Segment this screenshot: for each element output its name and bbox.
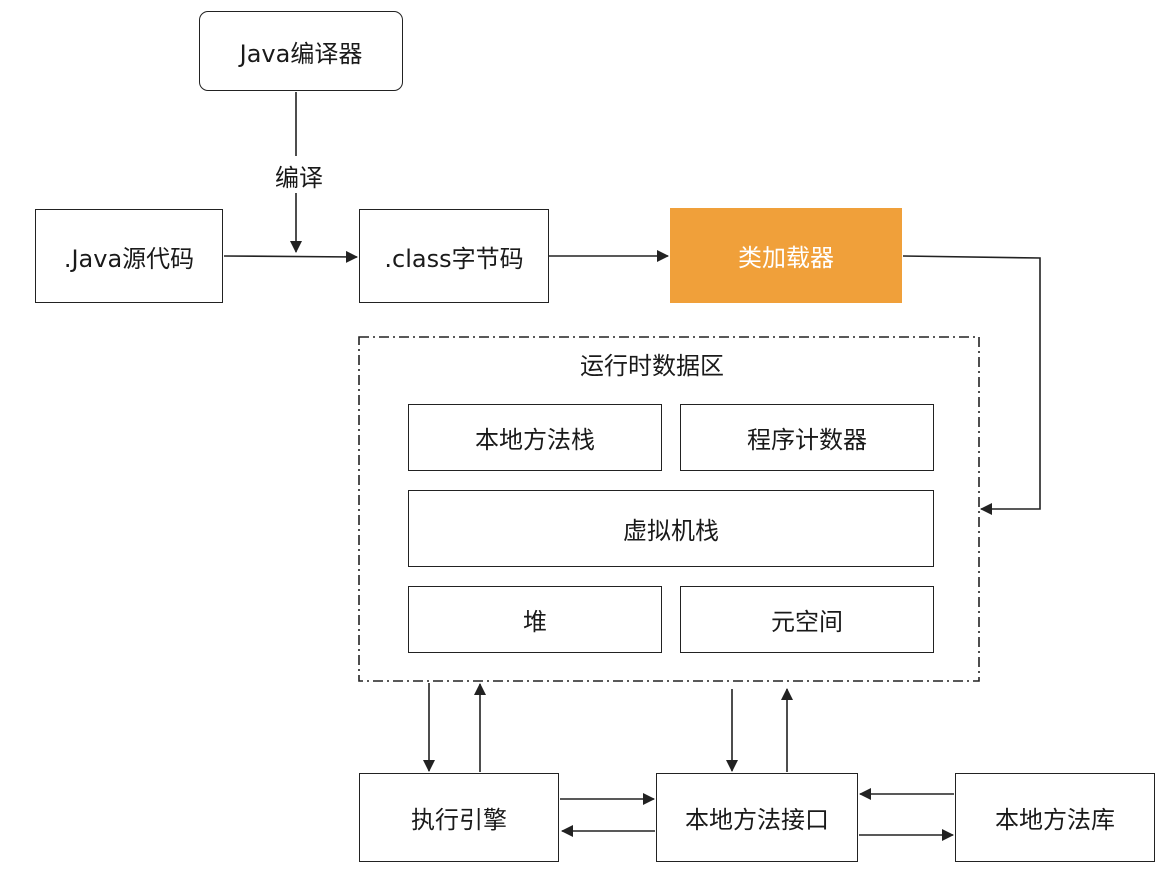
metaspace-node: 元空间 [680,586,934,653]
vm-stack-node: 虚拟机栈 [408,490,934,567]
native-method-stack-node: 本地方法栈 [408,404,662,471]
native-interface-node: 本地方法接口 [656,773,858,862]
execution-engine-node: 执行引擎 [359,773,559,862]
runtime-data-area-border [358,336,980,682]
heap-node: 堆 [408,586,662,653]
runtime-data-area-title: 运行时数据区 [560,346,744,381]
class-bytecode-node: .class字节码 [359,209,549,303]
java-compiler-node: Java编译器 [199,11,403,91]
compile-edge-label: 编译 [267,158,331,193]
native-library-node: 本地方法库 [955,773,1155,862]
edge-source-to-bytecode [223,250,358,263]
program-counter-node: 程序计数器 [680,404,934,471]
java-source-node: .Java源代码 [35,209,223,303]
edge-loader-to-runtime [902,255,1041,515]
class-loader-node: 类加载器 [670,208,902,303]
